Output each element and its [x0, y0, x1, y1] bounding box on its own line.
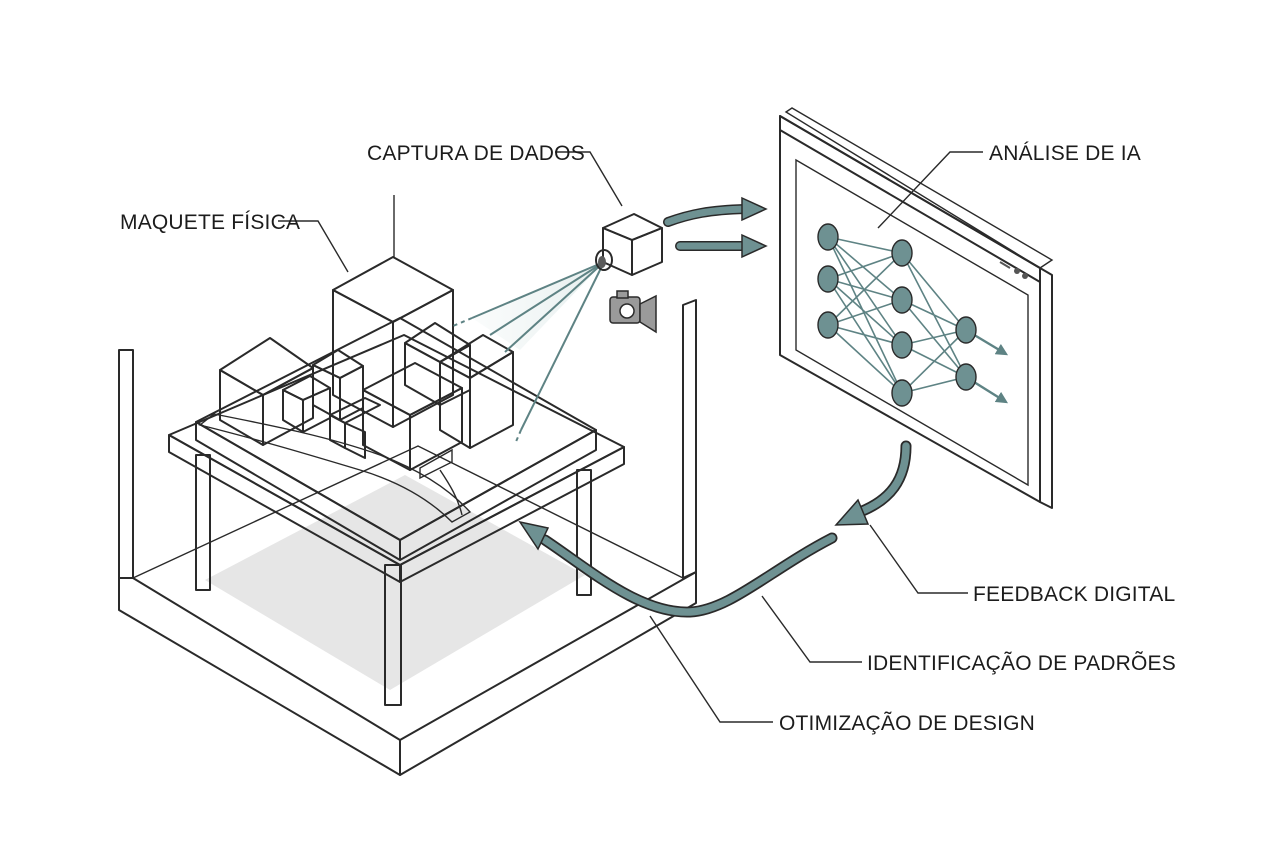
ai-analysis-screen: [779, 107, 1054, 509]
scan-beams: [452, 261, 605, 445]
leader-maquete-fisica: [278, 220, 349, 273]
table-leg-front: [384, 564, 402, 706]
leader-lines: [278, 151, 983, 723]
feedback-arrows: [518, 440, 912, 618]
table-shadow: [205, 475, 585, 690]
label-feedback-digital: FEEDBACK DIGITAL: [973, 583, 1175, 606]
leader-otimizacao-de-design: [649, 615, 773, 723]
leader-analise-de-ia: [877, 151, 983, 229]
table: [168, 334, 625, 706]
leader-captura-de-dados: [555, 151, 623, 207]
enclosure: [118, 299, 697, 776]
label-maquete-fisica: MAQUETE FÍSICA: [120, 211, 300, 234]
leader-feedback-digital: [869, 524, 968, 594]
label-analise-de-ia: ANÁLISE DE IA: [989, 142, 1141, 165]
labels: MAQUETE FÍSICA CAPTURA DE DADOS ANÁLISE …: [120, 142, 1176, 735]
base-right-face: [399, 571, 697, 776]
left-wall: [118, 349, 134, 579]
label-otimizacao-de-design: OTIMIZAÇÃO DE DESIGN: [779, 711, 1035, 735]
photo-camera-icon: [609, 290, 657, 334]
tower-top-face: [332, 256, 454, 323]
building-blocks: [219, 256, 514, 480]
label-captura-de-dados: CAPTURA DE DADOS: [367, 142, 585, 165]
leader-identificacao-de-padroes: [761, 595, 862, 663]
data-transfer-arrows: [663, 196, 768, 259]
label-identificacao-de-padroes: IDENTIFICAÇÃO DE PADRÕES: [867, 651, 1176, 675]
table-leg-right: [576, 469, 592, 596]
scanner-camera-icon: [595, 213, 663, 276]
right-wall: [682, 299, 697, 579]
neural-network-icon: [817, 223, 1009, 407]
